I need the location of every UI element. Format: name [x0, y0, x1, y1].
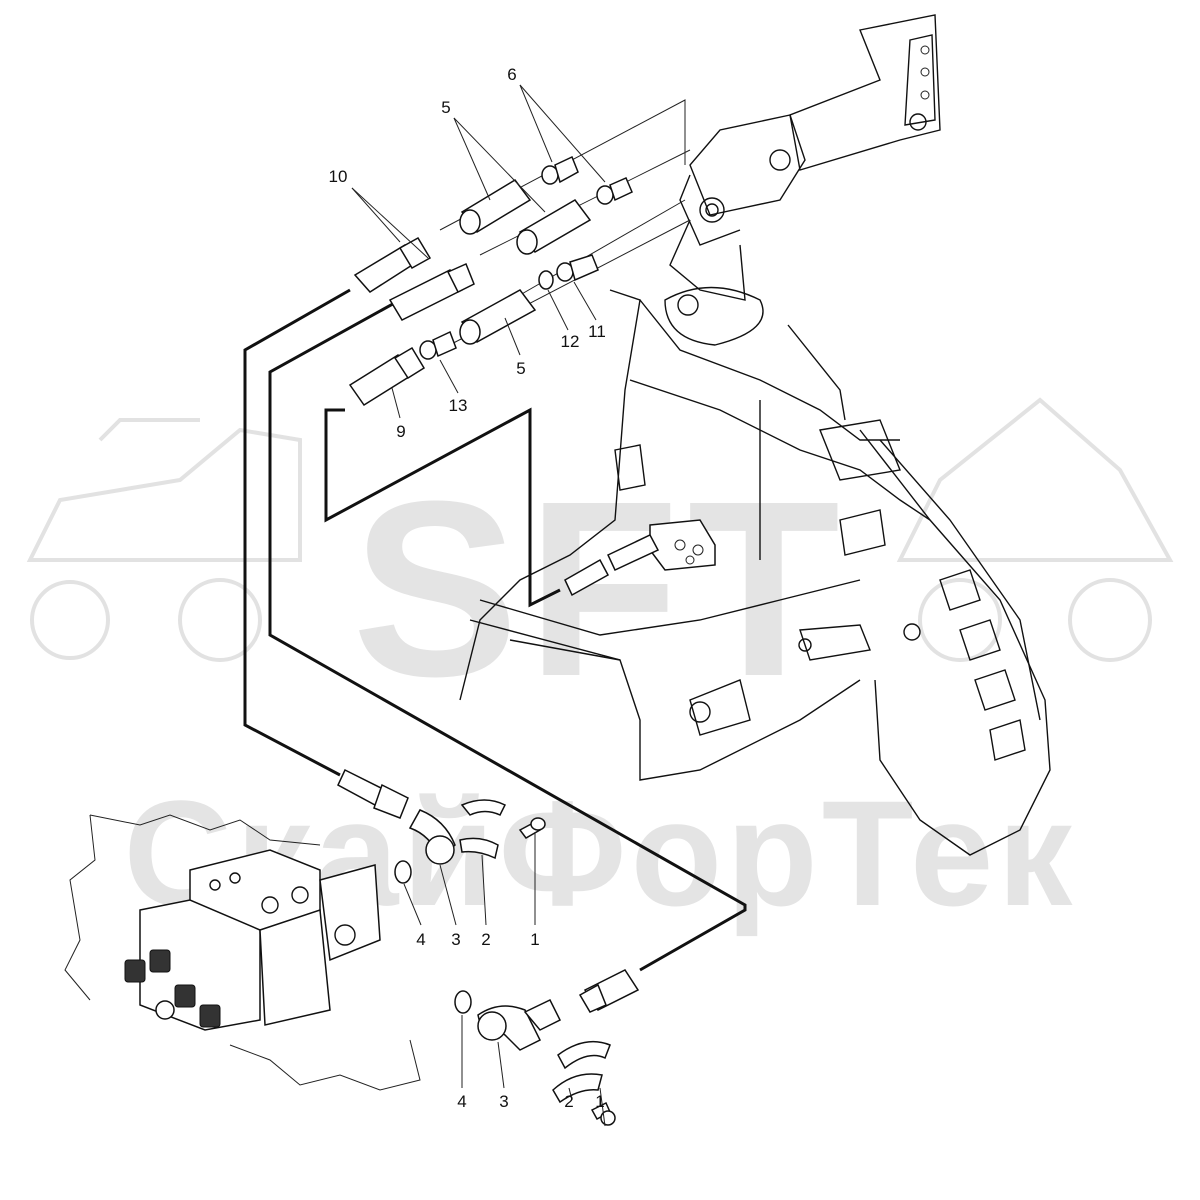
clamp-2a — [459, 799, 507, 860]
hose-end-frame — [564, 534, 660, 597]
elbow-3b — [477, 999, 562, 1051]
callout-13: 13 — [449, 396, 468, 415]
hose-end-10a — [353, 236, 432, 293]
hose-end-lower-b — [578, 969, 640, 1013]
callout-9: 9 — [396, 422, 405, 441]
callout-6: 6 — [507, 65, 516, 84]
o-ring-12 — [538, 270, 554, 290]
callout-5-top: 5 — [441, 98, 450, 117]
callout-1-lower: 1 — [595, 1092, 604, 1111]
callout-10: 10 — [329, 167, 348, 186]
callout-4-upper: 4 — [416, 930, 425, 949]
watermark-tractor-left — [26, 418, 302, 662]
callout-2-upper: 2 — [481, 930, 490, 949]
o-ring-4b — [454, 990, 472, 1014]
hose-end-lower-a — [337, 768, 409, 819]
hose-end-9 — [348, 346, 426, 407]
callout-11: 11 — [588, 322, 606, 341]
callout-12: 12 — [561, 332, 580, 351]
hose-routes — [243, 99, 747, 972]
nipple-6a — [541, 155, 579, 185]
nipple-13 — [419, 330, 457, 360]
callout-4-lower: 4 — [457, 1092, 466, 1111]
callout-3-lower: 3 — [499, 1092, 508, 1111]
callout-labels: 10 5 6 12 11 5 13 9 4 3 2 1 4 3 2 1 — [329, 65, 606, 1111]
bolt-1b — [590, 1101, 616, 1126]
valve-block — [64, 814, 421, 1091]
callout-5-mid: 5 — [516, 359, 525, 378]
elbow-3a — [408, 809, 456, 865]
callout-3-upper: 3 — [451, 930, 460, 949]
watermark-tractor-right — [896, 397, 1174, 662]
boom-arm — [664, 14, 941, 346]
nipple-6b — [596, 177, 633, 205]
frame-body — [459, 289, 1051, 856]
adapter-5a — [459, 179, 532, 235]
hose-end-10b — [388, 262, 475, 321]
watermark-latin: SFT — [352, 449, 848, 728]
adapter-5b — [516, 199, 592, 255]
leader-lines — [351, 84, 606, 1127]
callout-1-upper: 1 — [530, 930, 539, 949]
callout-2-lower: 2 — [564, 1092, 573, 1111]
adapter-5c — [459, 289, 537, 345]
o-ring-4a — [394, 860, 412, 884]
clamp-2b — [552, 1040, 611, 1104]
nipple-11 — [556, 254, 599, 282]
bolt-1a — [518, 817, 546, 839]
